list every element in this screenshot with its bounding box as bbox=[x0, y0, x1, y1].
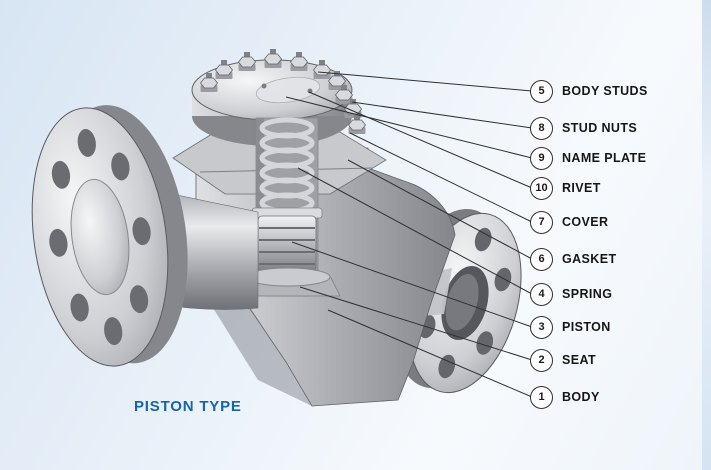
callout-label: SPRING bbox=[562, 287, 613, 301]
callout-number: 3 bbox=[530, 315, 553, 339]
leader-line-stud-nuts bbox=[351, 101, 533, 129]
inlet-flange bbox=[31, 105, 188, 367]
leader-line-cover bbox=[349, 132, 533, 223]
callout-label: RIVET bbox=[562, 181, 601, 195]
callout-number: 1 bbox=[530, 385, 553, 409]
name-plate bbox=[255, 76, 321, 104]
leader-line-name-plate bbox=[285, 96, 533, 159]
leader-line-seat bbox=[299, 286, 533, 361]
callout-piston: 3 PISTON bbox=[530, 315, 611, 339]
callout-label: NAME PLATE bbox=[562, 151, 647, 165]
diagram-caption: PISTON TYPE bbox=[134, 398, 242, 415]
callout-label: PISTON bbox=[562, 320, 611, 334]
leader-line-rivet bbox=[308, 91, 533, 189]
piston bbox=[251, 207, 323, 273]
page-edge-strip bbox=[702, 0, 711, 470]
callout-number: 4 bbox=[530, 282, 553, 306]
callout-rivet: 10 RIVET bbox=[530, 176, 601, 200]
leader-line-piston bbox=[291, 241, 533, 328]
callout-number: 7 bbox=[530, 210, 553, 234]
callout-label: GASKET bbox=[562, 252, 617, 266]
rivet bbox=[261, 83, 267, 89]
callout-stud-nuts: 8 STUD NUTS bbox=[530, 116, 637, 140]
cutaway-section bbox=[237, 117, 341, 297]
spring bbox=[259, 117, 315, 214]
rivet bbox=[307, 88, 313, 94]
callout-label: SEAT bbox=[562, 353, 597, 367]
leader-line-gasket bbox=[347, 159, 533, 260]
callout-cover: 7 COVER bbox=[530, 210, 608, 234]
callout-name-plate: 9 NAME PLATE bbox=[530, 146, 646, 170]
callout-number: 9 bbox=[530, 146, 553, 170]
callout-seat: 2 SEAT bbox=[530, 348, 596, 372]
leader-line-spring bbox=[297, 167, 533, 295]
callout-number: 2 bbox=[530, 348, 553, 372]
callout-label: BODY bbox=[562, 390, 600, 404]
leader-lines bbox=[285, 71, 533, 398]
callout-body-studs: 5 BODY STUDS bbox=[530, 79, 648, 103]
leader-line-body bbox=[327, 309, 533, 398]
callout-label: STUD NUTS bbox=[562, 121, 638, 135]
callout-number: 8 bbox=[530, 116, 553, 140]
seat bbox=[237, 267, 341, 297]
leader-line-body-studs bbox=[317, 71, 533, 92]
callout-body: 1 BODY bbox=[530, 385, 600, 409]
callout-label: COVER bbox=[562, 215, 609, 229]
callout-number: 5 bbox=[530, 79, 553, 103]
callout-number: 6 bbox=[530, 247, 553, 271]
callout-label: BODY STUDS bbox=[562, 84, 648, 98]
callout-gasket: 6 GASKET bbox=[530, 247, 617, 271]
callout-number: 10 bbox=[530, 176, 553, 200]
callout-spring: 4 SPRING bbox=[530, 282, 612, 306]
